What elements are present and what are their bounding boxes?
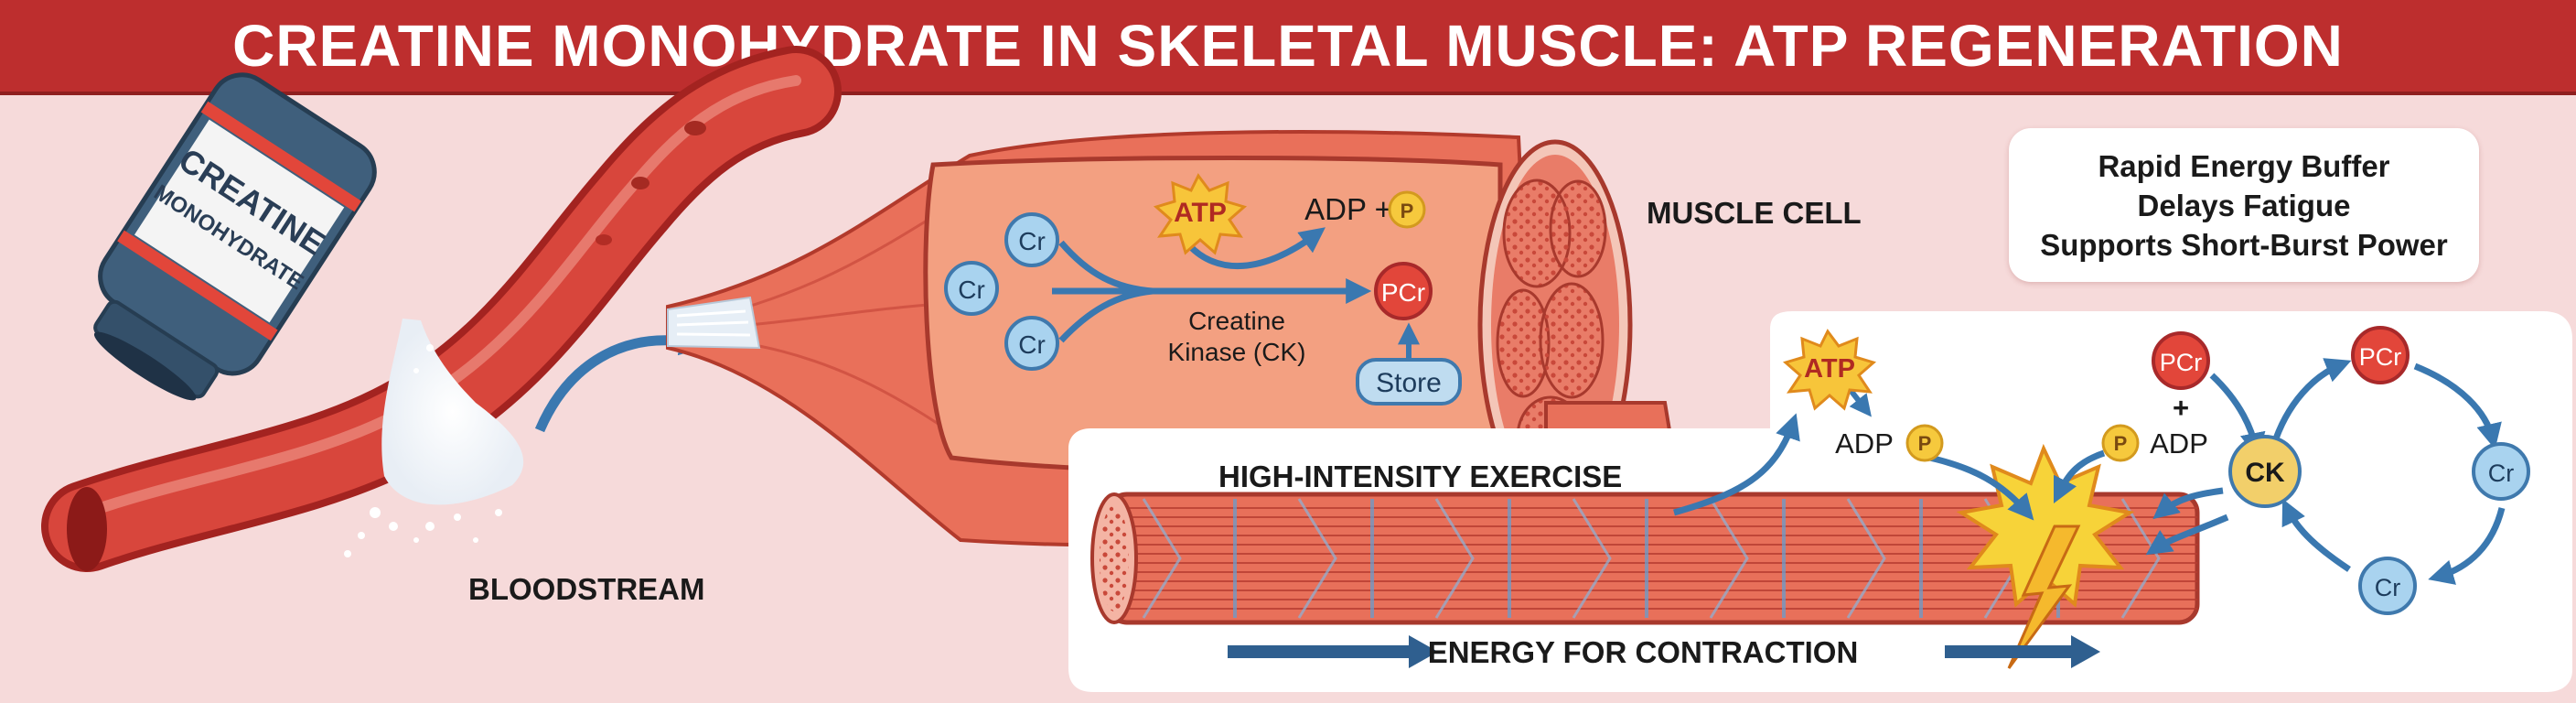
svg-text:PCr: PCr	[2359, 343, 2402, 371]
svg-text:P: P	[1401, 200, 1414, 222]
benefits-panel: Rapid Energy Buffer Delays Fatigue Suppo…	[2009, 128, 2479, 282]
svg-text:P: P	[2114, 432, 2128, 455]
page-title: CREATINE MONOHYDRATE IN SKELETAL MUSCLE:…	[232, 13, 2344, 79]
cell-reaction: Cr Cr Cr ATP ADP + P PCr	[944, 173, 1462, 406]
powder-stream	[344, 319, 524, 557]
ex-adp-label: ADP	[2150, 427, 2208, 460]
ck-enzyme: CK	[2228, 435, 2302, 508]
svg-text:Cr: Cr	[958, 276, 985, 304]
energy-label: ENERGY FOR CONTRACTION	[1428, 635, 1859, 669]
svg-text:CK: CK	[2245, 458, 2285, 488]
svg-text:ATP: ATP	[1174, 198, 1227, 228]
phosphate: P	[1388, 190, 1426, 229]
svg-text:Cr: Cr	[2488, 460, 2515, 487]
muscle-fiber	[1090, 492, 2200, 625]
benefit-item: Supports Short-Burst Power	[2040, 227, 2448, 262]
ex-adp-label: ADP	[1835, 427, 1894, 460]
enzyme-label-line2: Kinase (CK)	[1168, 338, 1306, 366]
cycle-cr-molecule: Cr	[2472, 442, 2530, 501]
plus-sign: +	[2173, 392, 2189, 424]
atp-burst: ATP	[1153, 173, 1248, 255]
title-bar: CREATINE MONOHYDRATE IN SKELETAL MUSCLE:…	[0, 0, 2576, 95]
svg-text:Cr: Cr	[2375, 574, 2401, 601]
ex-phosphate: P	[2101, 424, 2140, 462]
energy-arrow-right	[1945, 635, 2100, 668]
ex-pcr-molecule: PCr	[2152, 331, 2210, 390]
enzyme-label-line1: Creatine	[1188, 307, 1285, 335]
cr-molecule: Cr	[1004, 212, 1059, 267]
svg-text:PCr: PCr	[2160, 349, 2203, 376]
cycle-pcr-molecule: PCr	[2351, 326, 2410, 384]
svg-text:Cr: Cr	[1018, 227, 1046, 255]
adp-label: ADP +	[1304, 192, 1392, 226]
pcr-molecule: PCr	[1374, 262, 1433, 320]
cr-molecule: Cr	[944, 261, 999, 316]
benefit-item: Rapid Energy Buffer	[2098, 148, 2390, 183]
exercise-label: HIGH-INTENSITY EXERCISE	[1218, 460, 1622, 493]
energy-arrow-left	[1228, 635, 1438, 668]
blood-vessel	[41, 46, 842, 572]
svg-text:Store: Store	[1376, 368, 1442, 398]
vessel-opening	[67, 487, 107, 571]
benefit-item: Delays Fatigue	[2137, 188, 2351, 222]
svg-text:PCr: PCr	[1381, 278, 1425, 307]
svg-text:ATP: ATP	[1804, 354, 1855, 384]
svg-text:P: P	[1918, 432, 1932, 455]
muscle-cell-label: MUSCLE CELL	[1647, 196, 1862, 230]
ex-phosphate: P	[1905, 424, 1944, 462]
svg-text:Cr: Cr	[1018, 330, 1046, 359]
store-badge: Store	[1356, 358, 1462, 406]
cr-molecule: Cr	[1004, 316, 1059, 371]
creatine-bottle: CREATINE MONOHYDRATE	[93, 72, 377, 401]
bloodstream-label: BLOODSTREAM	[468, 572, 705, 606]
cycle-cr-molecule: Cr	[2358, 557, 2417, 615]
ex-atp-burst: ATP	[1782, 329, 1877, 411]
